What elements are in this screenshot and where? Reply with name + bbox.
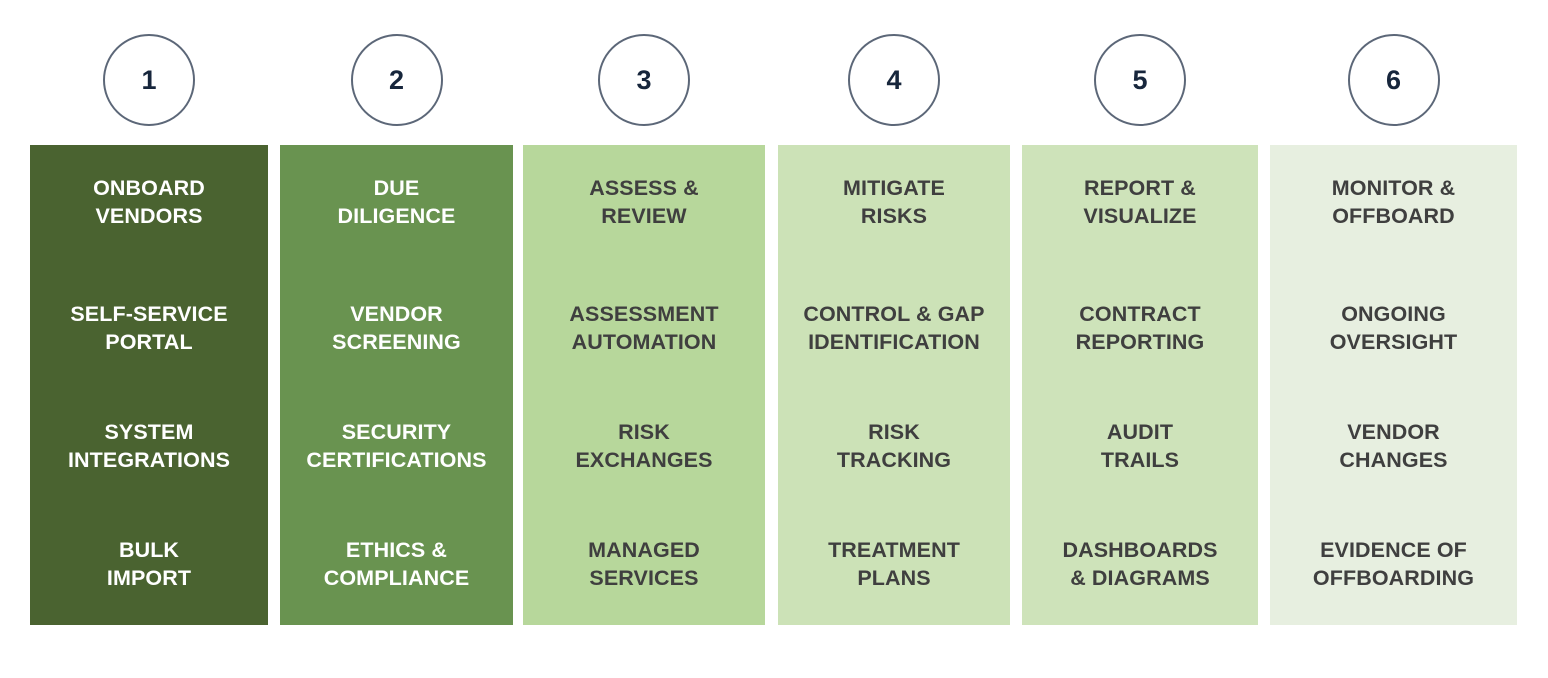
column-gap-1 (268, 145, 280, 625)
circle-gap-1 (268, 24, 280, 136)
step-number-2: 2 (388, 64, 405, 95)
stage-item-1-1: SELF-SERVICE PORTAL (70, 301, 228, 354)
stage-column-5[interactable]: REPORT & VISUALIZE CONTRACT REPORTING AU… (1022, 145, 1258, 625)
step-number-6: 6 (1385, 64, 1402, 95)
stage-item-1-2: SYSTEM INTEGRATIONS (67, 419, 231, 472)
circle-gap-2 (513, 24, 523, 136)
step-number-3: 3 (636, 64, 652, 95)
stage-item-2-3: ETHICS & COMPLIANCE (323, 537, 470, 590)
step-number-row: 1 2 3 4 5 (30, 24, 1517, 136)
stage-item-3-1: ASSESSMENT AUTOMATION (569, 301, 719, 354)
stage-title-5: REPORT & VISUALIZE (1083, 176, 1197, 228)
circle-gap-4 (1010, 24, 1022, 136)
column-gap-5 (1258, 145, 1270, 625)
stage-column-3[interactable]: ASSESS & REVIEW ASSESSMENT AUTOMATION RI… (523, 145, 765, 625)
stage-item-5-3: DASHBOARDS & DIAGRAMS (1062, 537, 1218, 590)
stage-title-4: MITIGATE RISKS (843, 176, 945, 228)
column-gap-4 (1010, 145, 1022, 625)
stage-column-2[interactable]: DUE DILIGENCE VENDOR SCREENING SECURITY … (280, 145, 513, 625)
step-circle-6[interactable]: 6 (1347, 34, 1440, 126)
step-circle-3[interactable]: 3 (598, 34, 690, 126)
stage-item-4-2: RISK TRACKING (836, 419, 952, 472)
step-circle-cell-2: 2 (280, 24, 513, 136)
step-circle-5[interactable]: 5 (1094, 34, 1186, 126)
stage-item-6-1: ONGOING OVERSIGHT (1329, 301, 1458, 354)
stage-item-2-1: VENDOR SCREENING (332, 301, 461, 354)
circle-gap-5 (1258, 24, 1270, 136)
column-gap-3 (765, 145, 778, 625)
stage-item-1-3: BULK IMPORT (106, 537, 192, 590)
step-number-1: 1 (141, 64, 157, 95)
step-circle-4[interactable]: 4 (848, 34, 940, 126)
step-circle-cell-5: 5 (1022, 24, 1258, 136)
step-circle-1[interactable]: 1 (103, 34, 195, 126)
stage-column-4[interactable]: MITIGATE RISKS CONTROL & GAP IDENTIFICAT… (778, 145, 1010, 625)
stage-column-6[interactable]: MONITOR & OFFBOARD ONGOING OVERSIGHT VEN… (1270, 145, 1517, 625)
circle-gap-3 (765, 24, 778, 136)
step-number-4: 4 (886, 64, 902, 95)
stage-item-5-2: AUDIT TRAILS (1100, 419, 1180, 472)
step-number-5: 5 (1132, 64, 1148, 95)
step-circle-cell-6: 6 (1270, 24, 1517, 136)
stage-item-6-2: VENDOR CHANGES (1339, 419, 1448, 472)
stage-title-2: DUE DILIGENCE (337, 176, 456, 228)
step-circle-2[interactable]: 2 (350, 34, 443, 126)
stage-item-5-1: CONTRACT REPORTING (1075, 301, 1205, 354)
stage-title-6: MONITOR & OFFBOARD (1331, 176, 1456, 228)
step-circle-cell-1: 1 (30, 24, 268, 136)
step-circle-cell-3: 3 (523, 24, 765, 136)
stage-column-row: ONBOARD VENDORS SELF-SERVICE PORTAL SYST… (30, 145, 1517, 625)
stage-title-1: ONBOARD VENDORS (93, 176, 205, 228)
stage-title-3: ASSESS & REVIEW (589, 176, 699, 228)
stage-item-4-3: TREATMENT PLANS (828, 537, 960, 590)
step-circle-cell-4: 4 (778, 24, 1010, 136)
stage-item-4-1: CONTROL & GAP IDENTIFICATION (803, 301, 985, 354)
stage-item-6-3: EVIDENCE OF OFFBOARDING (1312, 537, 1475, 590)
column-gap-2 (513, 145, 523, 625)
stage-item-2-2: SECURITY CERTIFICATIONS (306, 419, 487, 472)
stage-item-3-3: MANAGED SERVICES (588, 537, 700, 590)
stage-column-1[interactable]: ONBOARD VENDORS SELF-SERVICE PORTAL SYST… (30, 145, 268, 625)
stage-item-3-2: RISK EXCHANGES (575, 419, 713, 472)
